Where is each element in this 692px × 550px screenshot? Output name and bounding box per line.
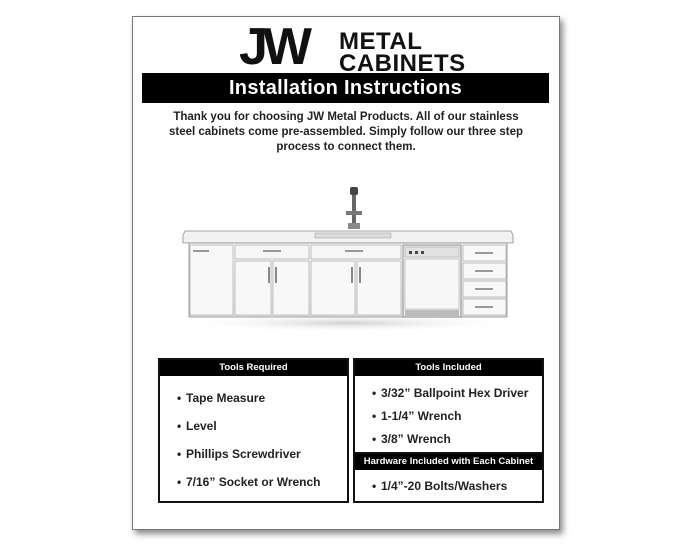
hardware-included-list: 1/4”-20 Bolts/Washers: [355, 470, 542, 496]
jw-metal-cabinets-logo: JW METAL CABINETS: [239, 21, 479, 77]
instruction-sheet: JW METAL CABINETS Installation Instructi…: [132, 16, 560, 530]
list-item: 3/32” Ballpoint Hex Driver: [355, 382, 542, 405]
hardware-included-heading: Hardware Included with Each Cabinet: [355, 454, 542, 470]
list-item: 1/4”-20 Bolts/Washers: [355, 476, 542, 496]
tools-included-box: Tools Included 3/32” Ballpoint Hex Drive…: [353, 358, 544, 455]
list-item: Tape Measure: [160, 384, 347, 412]
page-title: Installation Instructions: [142, 73, 549, 103]
faucet-icon: [346, 187, 362, 229]
tools-required-box: Tools Required Tape Measure Level Philli…: [158, 358, 349, 503]
logo-text-metal: METAL: [339, 28, 423, 55]
tools-required-heading: Tools Required: [160, 360, 347, 376]
list-item: Phillips Screwdriver: [160, 440, 347, 468]
list-item: 7/16” Socket or Wrench: [160, 468, 347, 496]
intro-paragraph: Thank you for choosing JW Metal Products…: [168, 111, 524, 153]
outdoor-kitchen-cabinet-illustration: [179, 187, 515, 332]
list-item: Level: [160, 412, 347, 440]
logo-text-cabinets: CABINETS: [339, 50, 466, 77]
tools-required-list: Tape Measure Level Phillips Screwdriver …: [160, 376, 347, 496]
hardware-included-box: Hardware Included with Each Cabinet 1/4”…: [353, 452, 544, 503]
list-item: 3/8” Wrench: [355, 428, 542, 451]
list-item: 1-1/4” Wrench: [355, 405, 542, 428]
logo-mark: JW: [239, 18, 312, 76]
tools-included-heading: Tools Included: [355, 360, 542, 376]
tools-included-list: 3/32” Ballpoint Hex Driver 1-1/4” Wrench…: [355, 376, 542, 451]
